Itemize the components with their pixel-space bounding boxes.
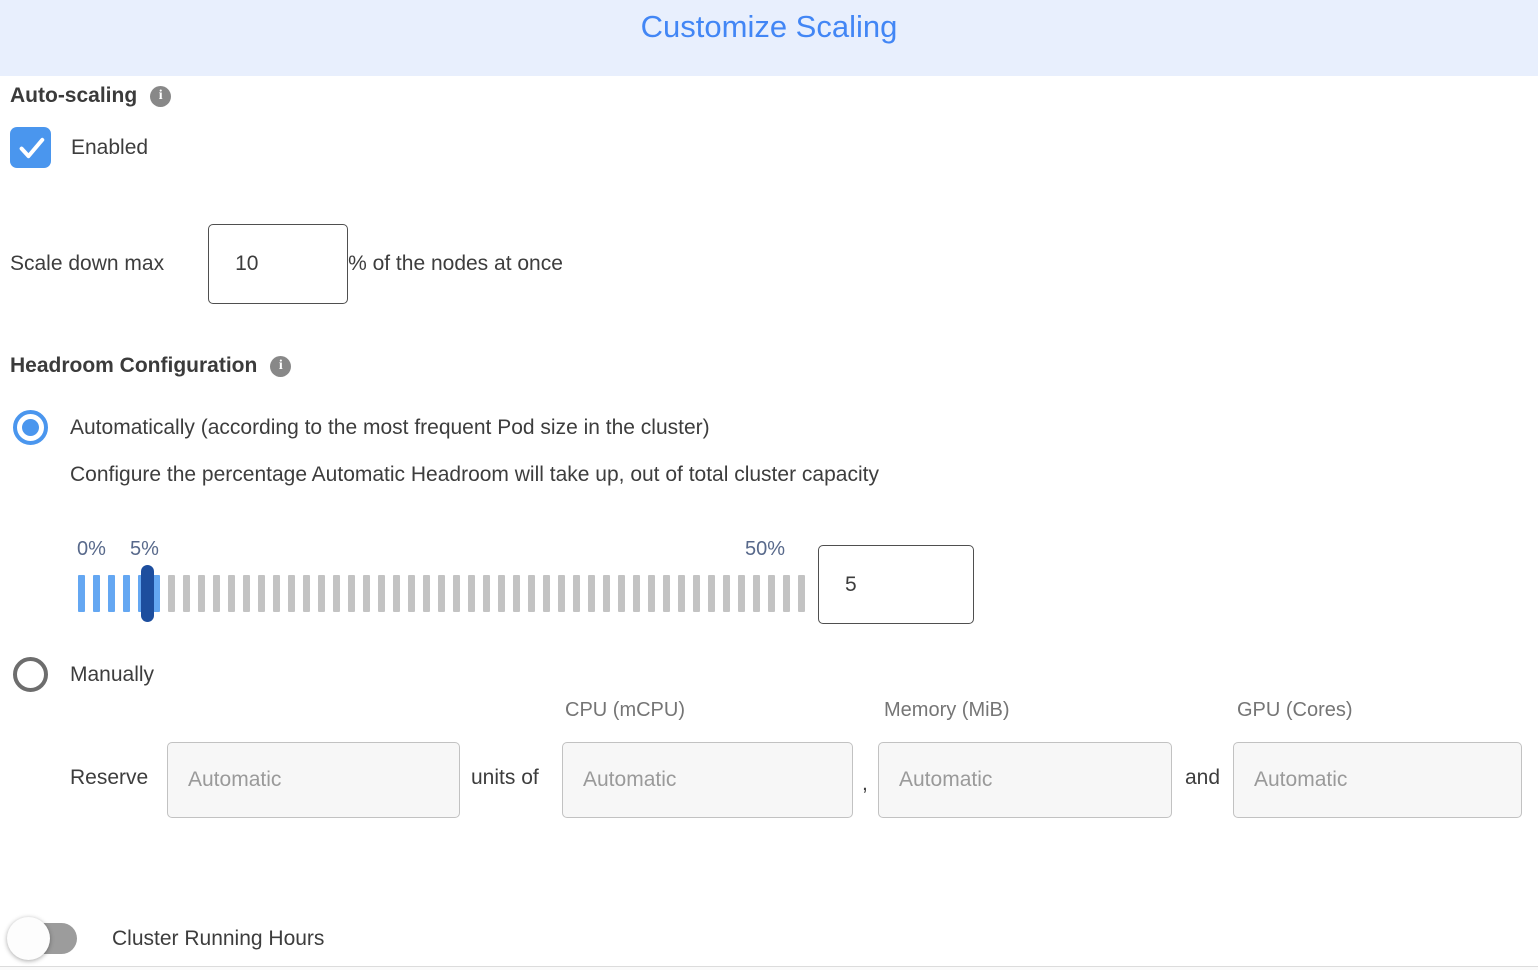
checkmark-icon [16, 133, 46, 163]
slider-tick [348, 575, 355, 612]
slider-tick [363, 575, 370, 612]
reserve-memory-field[interactable] [878, 742, 1172, 818]
slider-tick [228, 575, 235, 612]
reserve-gpu-field[interactable] [1233, 742, 1522, 818]
scale-down-suffix: % of the nodes at once [348, 252, 563, 275]
slider-tick [483, 575, 490, 612]
slider-tick [708, 575, 715, 612]
headroom-auto-description: Configure the percentage Automatic Headr… [70, 463, 879, 486]
headroom-percentage-input[interactable] [818, 545, 974, 624]
slider-tick [513, 575, 520, 612]
slider-tick [723, 575, 730, 612]
autoscaling-enabled-row: Enabled [10, 127, 148, 168]
slider-tick [753, 575, 760, 612]
autoscaling-section-label: Auto-scaling i [10, 84, 172, 108]
reserve-count-field[interactable] [167, 742, 460, 818]
scale-down-max-input[interactable] [208, 224, 349, 304]
slider-tick [288, 575, 295, 612]
slider-tick [273, 575, 280, 612]
headroom-auto-row: Automatically (according to the most fre… [13, 410, 710, 445]
autoscaling-enabled-label: Enabled [71, 135, 149, 159]
scale-down-row: Scale down max % of the nodes at once [10, 224, 563, 304]
slider-min-label: 0% [77, 538, 106, 560]
cluster-running-hours-label: Cluster Running Hours [112, 926, 325, 950]
slider-tick [378, 575, 385, 612]
cluster-running-hours-row: Cluster Running Hours [7, 917, 325, 960]
slider-tick [648, 575, 655, 612]
slider-tick [558, 575, 565, 612]
slider-tick [258, 575, 265, 612]
cluster-running-hours-toggle[interactable] [7, 917, 77, 960]
slider-tick [498, 575, 505, 612]
slider-tick [678, 575, 685, 612]
slider-tick [738, 575, 745, 612]
slider-tick [423, 575, 430, 612]
slider-tick [798, 575, 805, 612]
slider-tick [618, 575, 625, 612]
slider-tick [153, 575, 160, 612]
slider-tick [543, 575, 550, 612]
slider-tick [243, 575, 250, 612]
slider-ticks[interactable] [78, 575, 805, 612]
reserve-label: Reserve [70, 766, 149, 789]
slider-handle[interactable] [141, 565, 154, 622]
dialog-header: Customize Scaling [0, 0, 1538, 76]
slider-tick [78, 575, 85, 612]
slider-tick [588, 575, 595, 612]
slider-tick [198, 575, 205, 612]
slider-tick [213, 575, 220, 612]
reserve-row: Reserve units of , and [0, 742, 1538, 818]
slider-max-label: 50% [745, 538, 786, 560]
reserve-cpu-field[interactable] [562, 742, 853, 818]
radio-dot [22, 419, 39, 436]
headroom-auto-radio[interactable] [13, 410, 48, 445]
slider-current-label: 5% [130, 538, 159, 560]
slider-tick [768, 575, 775, 612]
comma-separator: , [862, 772, 868, 795]
slider-tick [333, 575, 340, 612]
slider-tick [393, 575, 400, 612]
slider-tick [108, 575, 115, 612]
headroom-info-icon[interactable]: i [270, 355, 292, 377]
slider-tick [438, 575, 445, 612]
next-section-strip [0, 967, 1538, 970]
slider-tick [693, 575, 700, 612]
slider-tick [318, 575, 325, 612]
slider-tick [93, 575, 100, 612]
slider-tick [573, 575, 580, 612]
autoscaling-info-icon[interactable]: i [150, 85, 172, 107]
column-header-cpu: CPU (mCPU) [565, 699, 685, 721]
slider-tick [168, 575, 175, 612]
slider-tick [303, 575, 310, 612]
slider-tick [633, 575, 640, 612]
slider-tick [468, 575, 475, 612]
autoscaling-label: Auto-scaling [10, 84, 138, 107]
headroom-manual-radio[interactable] [13, 657, 48, 692]
and-label: and [1185, 766, 1221, 789]
units-of-label: units of [471, 766, 539, 789]
slider-tick [453, 575, 460, 612]
column-header-gpu: GPU (Cores) [1237, 699, 1353, 721]
slider-tick [408, 575, 415, 612]
column-header-memory: Memory (MiB) [884, 699, 1010, 721]
headroom-auto-label: Automatically (according to the most fre… [70, 415, 710, 439]
dialog-title: Customize Scaling [640, 9, 898, 44]
slider-tick [783, 575, 790, 612]
headroom-section-label: Headroom Configuration i [10, 354, 292, 378]
bottom-divider [0, 966, 1538, 967]
slider-tick [603, 575, 610, 612]
toggle-knob-icon [7, 917, 50, 960]
slider-tick [528, 575, 535, 612]
slider-tick [183, 575, 190, 612]
headroom-manual-label: Manually [70, 662, 155, 686]
slider-tick [663, 575, 670, 612]
scale-down-prefix: Scale down max [10, 252, 165, 275]
autoscaling-enabled-checkbox[interactable] [10, 127, 51, 168]
headroom-manual-row: Manually [13, 657, 154, 692]
headroom-label: Headroom Configuration [10, 354, 258, 377]
slider-tick [123, 575, 130, 612]
